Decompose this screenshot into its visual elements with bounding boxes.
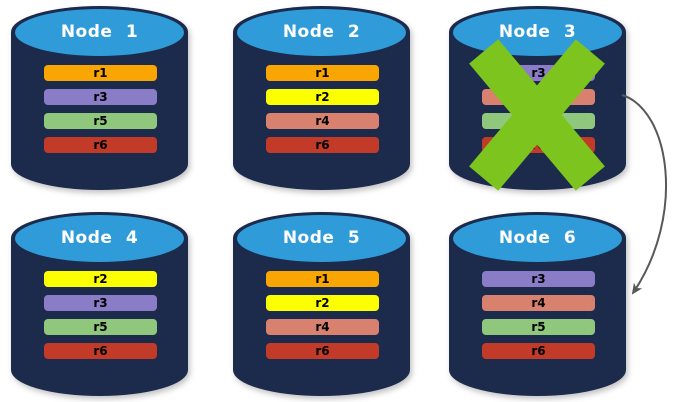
node-title: Node 5 [282,228,361,248]
replica-bar: r4 [266,319,379,335]
replica-bar: r3 [482,65,595,81]
replica-bar: r1 [266,271,379,287]
node-6-cylinder: Node 6 r3 r4 r5 r6 [449,212,626,396]
node-2-cylinder: Node 2 r1 r2 r4 r6 [233,6,410,190]
replica-bar: r2 [266,89,379,105]
node-title: Node 4 [60,228,139,248]
replica-bar: r5 [482,319,595,335]
failover-arrow-path [621,94,668,295]
replica-bar: r3 [482,271,595,287]
cylinder-cap [15,9,184,56]
cylinder-cap [453,215,622,262]
cylinder-cap [237,9,406,56]
node-5-cylinder: Node 5 r1 r2 r4 r6 [233,212,410,396]
replica-bar: r3 [44,295,157,311]
node-4-cylinder: Node 4 r2 r3 r5 r6 [11,212,188,396]
replica-bar: r2 [44,271,157,287]
replica-bar: r6 [482,137,595,153]
replica-list: r1 r2 r4 r6 [266,271,379,367]
cylinder-cap [15,215,184,262]
replica-bar: r2 [266,295,379,311]
replica-bar: r5 [44,113,157,129]
replica-bar: r6 [266,137,379,153]
replica-bar: r3 [44,89,157,105]
replica-list: r3 r4 r5 r6 [482,271,595,367]
node-3-cylinder: Node 3 r3 r4 r5 r6 [449,6,626,190]
node-title: Node 1 [60,22,139,42]
replica-list: r3 r4 r5 r6 [482,65,595,161]
node-1-cylinder: Node 1 r1 r3 r5 r6 [11,6,188,190]
replica-bar: r5 [44,319,157,335]
cylinder-cap [237,215,406,262]
replica-list: r1 r2 r4 r6 [266,65,379,161]
replica-bar: r1 [266,65,379,81]
replica-bar: r6 [482,343,595,359]
replica-bar: r6 [44,137,157,153]
node-title: Node 6 [498,228,577,248]
replica-list: r2 r3 r5 r6 [44,271,157,367]
replica-bar: r6 [266,343,379,359]
replica-bar: r4 [482,89,595,105]
replica-bar: r4 [266,113,379,129]
replica-list: r1 r3 r5 r6 [44,65,157,161]
replica-bar: r6 [44,343,157,359]
node-title: Node 2 [282,22,361,42]
node-title: Node 3 [498,22,577,42]
replica-bar: r4 [482,295,595,311]
replica-bar: r1 [44,65,157,81]
replica-bar: r5 [482,113,595,129]
